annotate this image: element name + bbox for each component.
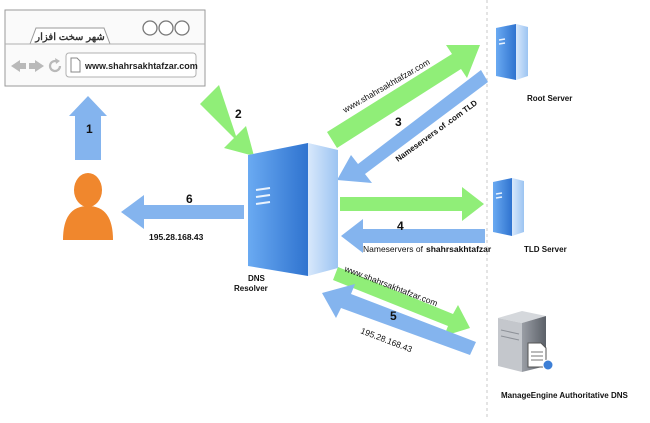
arrow-query-root — [327, 45, 480, 148]
address-bar[interactable] — [65, 52, 197, 78]
arrow-step-6 — [121, 195, 244, 229]
window-minimize-icon[interactable] — [142, 20, 158, 36]
dns-resolver-server-icon — [248, 143, 338, 276]
arrow-reply-tld — [341, 219, 485, 253]
tld-server-label: TLD Server — [524, 245, 567, 254]
step-number-3: 3 — [395, 115, 402, 129]
step-number-4: 4 — [397, 219, 404, 233]
window-close-icon[interactable] — [174, 20, 190, 36]
arrow-reply-root — [337, 70, 488, 183]
document-icon — [527, 342, 547, 368]
address-url: www.shahrsakhtafzar.com — [84, 61, 198, 71]
arrow-step-2 — [200, 85, 254, 156]
arrow-step-1 — [69, 96, 107, 160]
root-server-label: Root Server — [527, 94, 572, 103]
authoritative-dns-label: ManageEngine Authoritative DNS — [501, 391, 628, 400]
tld-server-icon — [493, 178, 524, 236]
arrow-query-tld — [340, 187, 484, 221]
label-reply-user: 195.28.168.43 — [149, 232, 204, 242]
browser-window: شهر سخت افزار www.shahrsakhtafzar.com — [4, 9, 206, 87]
back-arrow-icon[interactable] — [11, 60, 26, 72]
dns-resolver-label-line-1: DNS — [248, 274, 266, 283]
label-reply-tld-prefix: Nameservers of — [363, 244, 424, 254]
root-server-icon — [496, 24, 528, 80]
forward-arrow-icon[interactable] — [29, 60, 44, 72]
step-number-1: 1 — [86, 122, 93, 136]
arrow-query-auth — [333, 267, 470, 336]
arrow-reply-auth — [322, 284, 476, 355]
browser-tab-title: شهر سخت افزار — [34, 32, 104, 43]
label-reply-tld-domain: shahrsakhtafzar — [426, 244, 492, 254]
step-number-2: 2 — [235, 107, 242, 121]
step-number-5: 5 — [390, 309, 397, 323]
dns-resolver-label-line-2: Resolver — [234, 284, 268, 293]
window-maximize-icon[interactable] — [158, 20, 174, 36]
globe-icon — [542, 359, 554, 371]
step-number-6: 6 — [186, 192, 193, 206]
reload-icon[interactable] — [48, 58, 62, 73]
user-icon — [63, 173, 113, 240]
page-icon — [70, 57, 81, 73]
